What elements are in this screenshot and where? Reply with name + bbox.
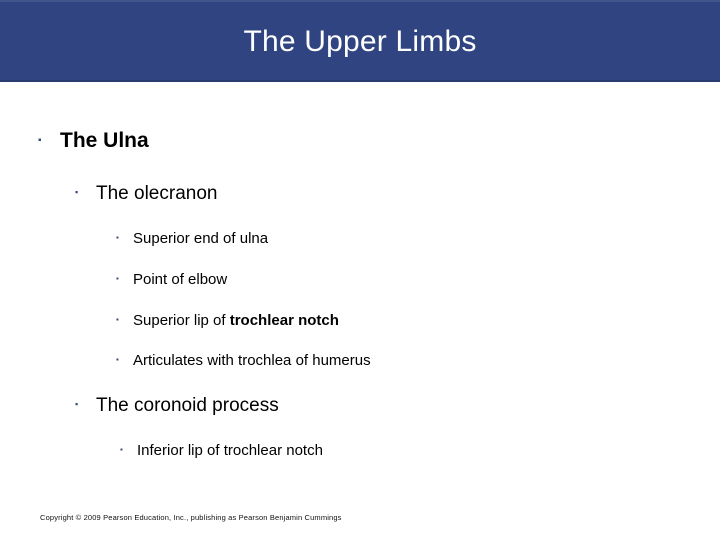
bullet-item-level3: ▪ Inferior lip of trochlear notch: [120, 442, 323, 459]
bullet-label: The olecranon: [96, 183, 218, 204]
square-bullet-icon: ▪: [120, 445, 123, 454]
bullet-label: Point of elbow: [133, 271, 228, 288]
bullet-label: The coronoid process: [96, 395, 279, 416]
bullet-item-level3: ▪ Articulates with trochlea of humerus: [116, 352, 371, 369]
bullet-item-level2: ▪ The coronoid process: [75, 395, 279, 417]
square-bullet-icon: ▪: [38, 135, 42, 146]
square-bullet-icon: ▪: [116, 315, 119, 324]
square-bullet-icon: ▪: [116, 355, 119, 364]
bullet-label: Inferior lip of trochlear notch: [137, 442, 323, 459]
square-bullet-icon: ▪: [75, 399, 79, 409]
bullet-item-level3: ▪ Superior lip of trochlear notch: [116, 312, 339, 329]
square-bullet-icon: ▪: [116, 274, 119, 283]
bullet-label-plain: Superior lip of: [133, 312, 230, 329]
bullet-label: Superior lip of trochlear notch: [133, 312, 339, 329]
bullet-item-level3: ▪ Point of elbow: [116, 271, 227, 288]
bullet-label: Articulates with trochlea of humerus: [133, 352, 371, 369]
bullet-item-level1: ▪ The Ulna: [38, 129, 149, 153]
square-bullet-icon: ▪: [116, 233, 119, 242]
page-title: The Upper Limbs: [243, 25, 477, 58]
bullet-item-level2: ▪ The olecranon: [75, 183, 217, 205]
bullet-label-emphasis: trochlear notch: [229, 312, 339, 329]
bullet-label: The Ulna: [60, 129, 149, 152]
square-bullet-icon: ▪: [75, 187, 79, 197]
bullet-item-level3: ▪ Superior end of ulna: [116, 230, 268, 247]
bullet-label: Superior end of ulna: [133, 230, 269, 247]
slide-title-band: The Upper Limbs: [0, 0, 720, 82]
copyright-notice: Copyright © 2009 Pearson Education, Inc.…: [40, 513, 342, 522]
slide-body: ▪ The Ulna ▪ The olecranon ▪ Superior en…: [0, 82, 720, 500]
